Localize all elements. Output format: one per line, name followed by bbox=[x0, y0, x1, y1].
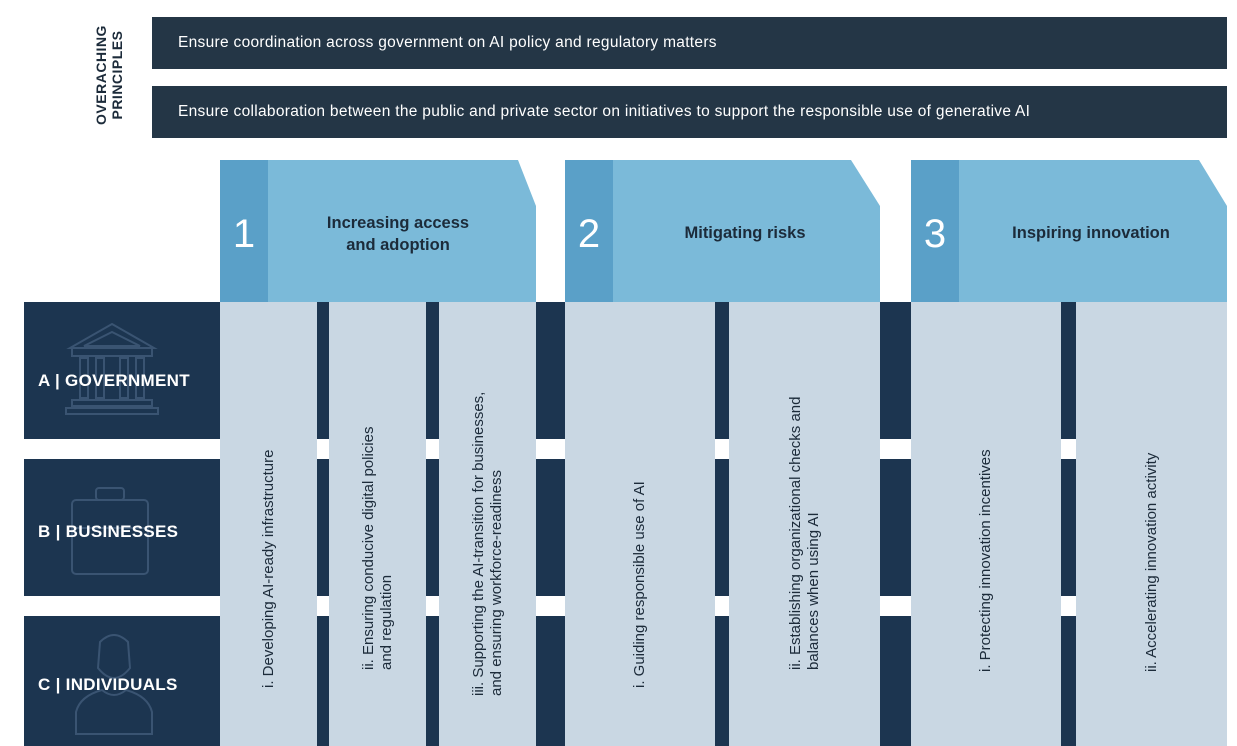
briefcase-icon bbox=[71, 487, 149, 575]
pillar-1-item-2-text: ii. Ensuring conducive digital policies … bbox=[360, 427, 396, 670]
pillar-2-item-1-text: i. Guiding responsible use of AI bbox=[631, 481, 649, 688]
pillar-header-3: 3 Inspiring innovation bbox=[911, 160, 1227, 302]
pillar-1-shape bbox=[220, 160, 536, 302]
pillar-1-item-3-line-2: and ensuring workforce-readiness bbox=[487, 470, 505, 696]
overarching-label-line-1: OVERACHING bbox=[93, 25, 109, 125]
pillar-2-item-2-line-2: balances when using AI bbox=[804, 512, 822, 670]
pillar-3-shape bbox=[911, 160, 1227, 302]
pillar-3-number: 3 bbox=[923, 212, 947, 256]
government-building-icon bbox=[65, 322, 159, 415]
principle-bar-collaboration: Ensure collaboration between the public … bbox=[152, 86, 1227, 138]
pillar-2-title: Mitigating risks bbox=[625, 222, 865, 244]
pillar-2-item-2-line-1: ii. Establishing organizational checks a… bbox=[786, 396, 804, 671]
pillar-3-item-2-line-1: ii. Accelerating innovation activity bbox=[1142, 452, 1160, 672]
pillar-2-item-1-column: i. Guiding responsible use of AI bbox=[565, 302, 715, 746]
pillar-1-number: 1 bbox=[232, 212, 256, 256]
pillar-2-item-2-column: ii. Establishing organizational checks a… bbox=[729, 302, 880, 746]
pillar-3-item-1-line-1: i. Protecting innovation incentives bbox=[977, 449, 994, 672]
pillar-header-1: 1 Increasing access and adoption bbox=[220, 160, 536, 302]
row-label-individuals: C | INDIVIDUALS bbox=[38, 675, 178, 694]
pillar-1-title: Increasing access and adoption bbox=[280, 212, 516, 256]
pillar-1-item-2-line-2: and regulation bbox=[377, 574, 395, 670]
pillar-2-title-line-1: Mitigating risks bbox=[684, 224, 806, 242]
pillar-1-item-1-column: i. Developing AI-ready infrastructure bbox=[220, 302, 317, 746]
pillar-1-item-2-line-1: ii. Ensuring conducive digital policies bbox=[359, 426, 377, 670]
pillar-1-title-line-2: and adoption bbox=[346, 236, 450, 254]
pillar-2-shape bbox=[565, 160, 880, 302]
pillar-header-2: 2 Mitigating risks bbox=[565, 160, 880, 302]
pillar-2-item-1-line-1: i. Guiding responsible use of AI bbox=[631, 481, 648, 688]
pillar-1-item-1-line-1: i. Developing AI-ready infrastructure bbox=[259, 449, 277, 688]
pillar-2-item-2-text: ii. Establishing organizational checks a… bbox=[787, 397, 823, 671]
pillar-3-item-2-text: ii. Accelerating innovation activity bbox=[1143, 453, 1161, 672]
pillar-1-item-3-column: iii. Supporting the AI-transition for bu… bbox=[439, 302, 536, 746]
principle-bar-coordination: Ensure coordination across government on… bbox=[152, 17, 1227, 69]
pillar-1-item-1-text: i. Developing AI-ready infrastructure bbox=[260, 450, 278, 688]
pillar-1-title-line-1: Increasing access bbox=[326, 214, 470, 232]
pillar-3-item-2-column: ii. Accelerating innovation activity bbox=[1076, 302, 1227, 746]
pillar-1-item-3-text: iii. Supporting the AI-transition for bu… bbox=[470, 392, 506, 696]
person-icon bbox=[75, 634, 153, 735]
pillar-3-title-line-1: Inspiring innovation bbox=[1012, 224, 1170, 242]
overarching-principles-label: OVERACHING PRINCIPLES bbox=[84, 10, 134, 140]
pillar-2-number: 2 bbox=[577, 212, 601, 256]
pillar-3-title: Inspiring innovation bbox=[971, 222, 1211, 244]
pillar-3-item-1-text: i. Protecting innovation incentives bbox=[977, 449, 995, 672]
row-label-businesses: B | BUSINESSES bbox=[38, 522, 179, 541]
overarching-label-line-2: PRINCIPLES bbox=[109, 30, 125, 120]
pillar-3-item-1-column: i. Protecting innovation incentives bbox=[911, 302, 1061, 746]
pillar-1-item-2-column: ii. Ensuring conducive digital policies … bbox=[329, 302, 426, 746]
row-label-government: A | GOVERNMENT bbox=[38, 371, 190, 390]
pillar-1-item-3-line-1: iii. Supporting the AI-transition for bu… bbox=[469, 391, 487, 696]
